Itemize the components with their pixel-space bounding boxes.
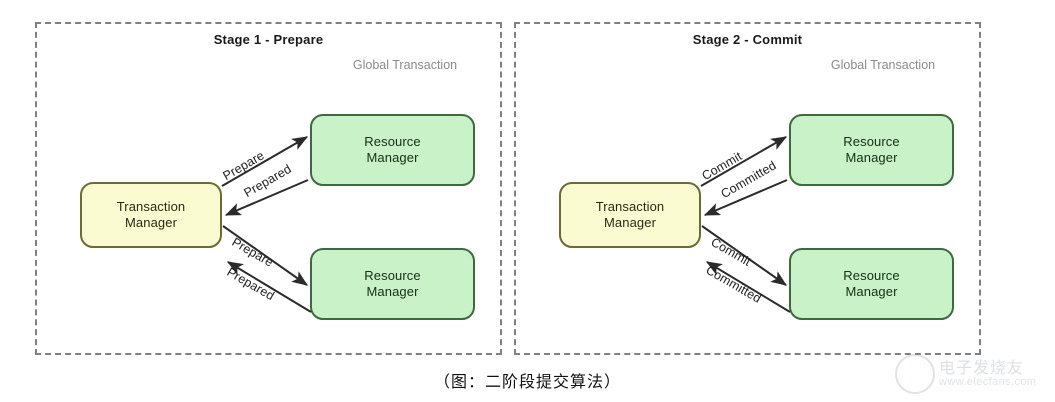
- stage-1-global-transaction-label: Global Transaction: [330, 58, 480, 73]
- stage-2-resource-manager-upper: Resource Manager: [789, 114, 954, 186]
- stage-1-panel: [35, 22, 502, 355]
- watermark-url: www.elecfans.com: [939, 376, 1037, 388]
- transaction-manager-line1: Transaction: [116, 198, 186, 214]
- resource-manager-line1: Resource: [843, 133, 900, 149]
- stage-2-transaction-manager: Transaction Manager: [559, 182, 701, 248]
- stage-1-resource-manager-upper: Resource Manager: [310, 114, 475, 186]
- resource-manager-line1: Resource: [843, 267, 900, 283]
- watermark-logo-icon: [895, 354, 935, 394]
- stage-1-transaction-manager: Transaction Manager: [80, 182, 222, 248]
- resource-manager-line2: Manager: [366, 284, 419, 299]
- resource-manager-line2: Manager: [845, 284, 898, 299]
- resource-manager-line2: Manager: [366, 150, 419, 165]
- global-transaction-line2: Transaction: [392, 58, 458, 72]
- watermark: 电子发烧友 www.elecfans.com: [893, 344, 1053, 400]
- global-transaction-line1: Global: [830, 58, 868, 72]
- stage-2-global-transaction-label: Global Transaction: [808, 58, 958, 73]
- transaction-manager-line1: Transaction: [595, 198, 665, 214]
- stage-2-panel: [514, 22, 981, 355]
- transaction-manager-line2: Manager: [603, 215, 656, 230]
- transaction-manager-line2: Manager: [124, 215, 177, 230]
- resource-manager-line1: Resource: [364, 267, 421, 283]
- global-transaction-line1: Global: [352, 58, 390, 72]
- stage-1-title: Stage 1 - Prepare: [213, 32, 324, 47]
- resource-manager-line2: Manager: [845, 150, 898, 165]
- watermark-brand: 电子发烧友: [939, 358, 1025, 377]
- resource-manager-line1: Resource: [364, 133, 421, 149]
- stage-1-resource-manager-lower: Resource Manager: [310, 248, 475, 320]
- stage-2-title: Stage 2 - Commit: [692, 32, 803, 47]
- figure-caption: （图：二阶段提交算法）: [433, 372, 621, 391]
- stage-2-resource-manager-lower: Resource Manager: [789, 248, 954, 320]
- global-transaction-line2: Transaction: [870, 58, 936, 72]
